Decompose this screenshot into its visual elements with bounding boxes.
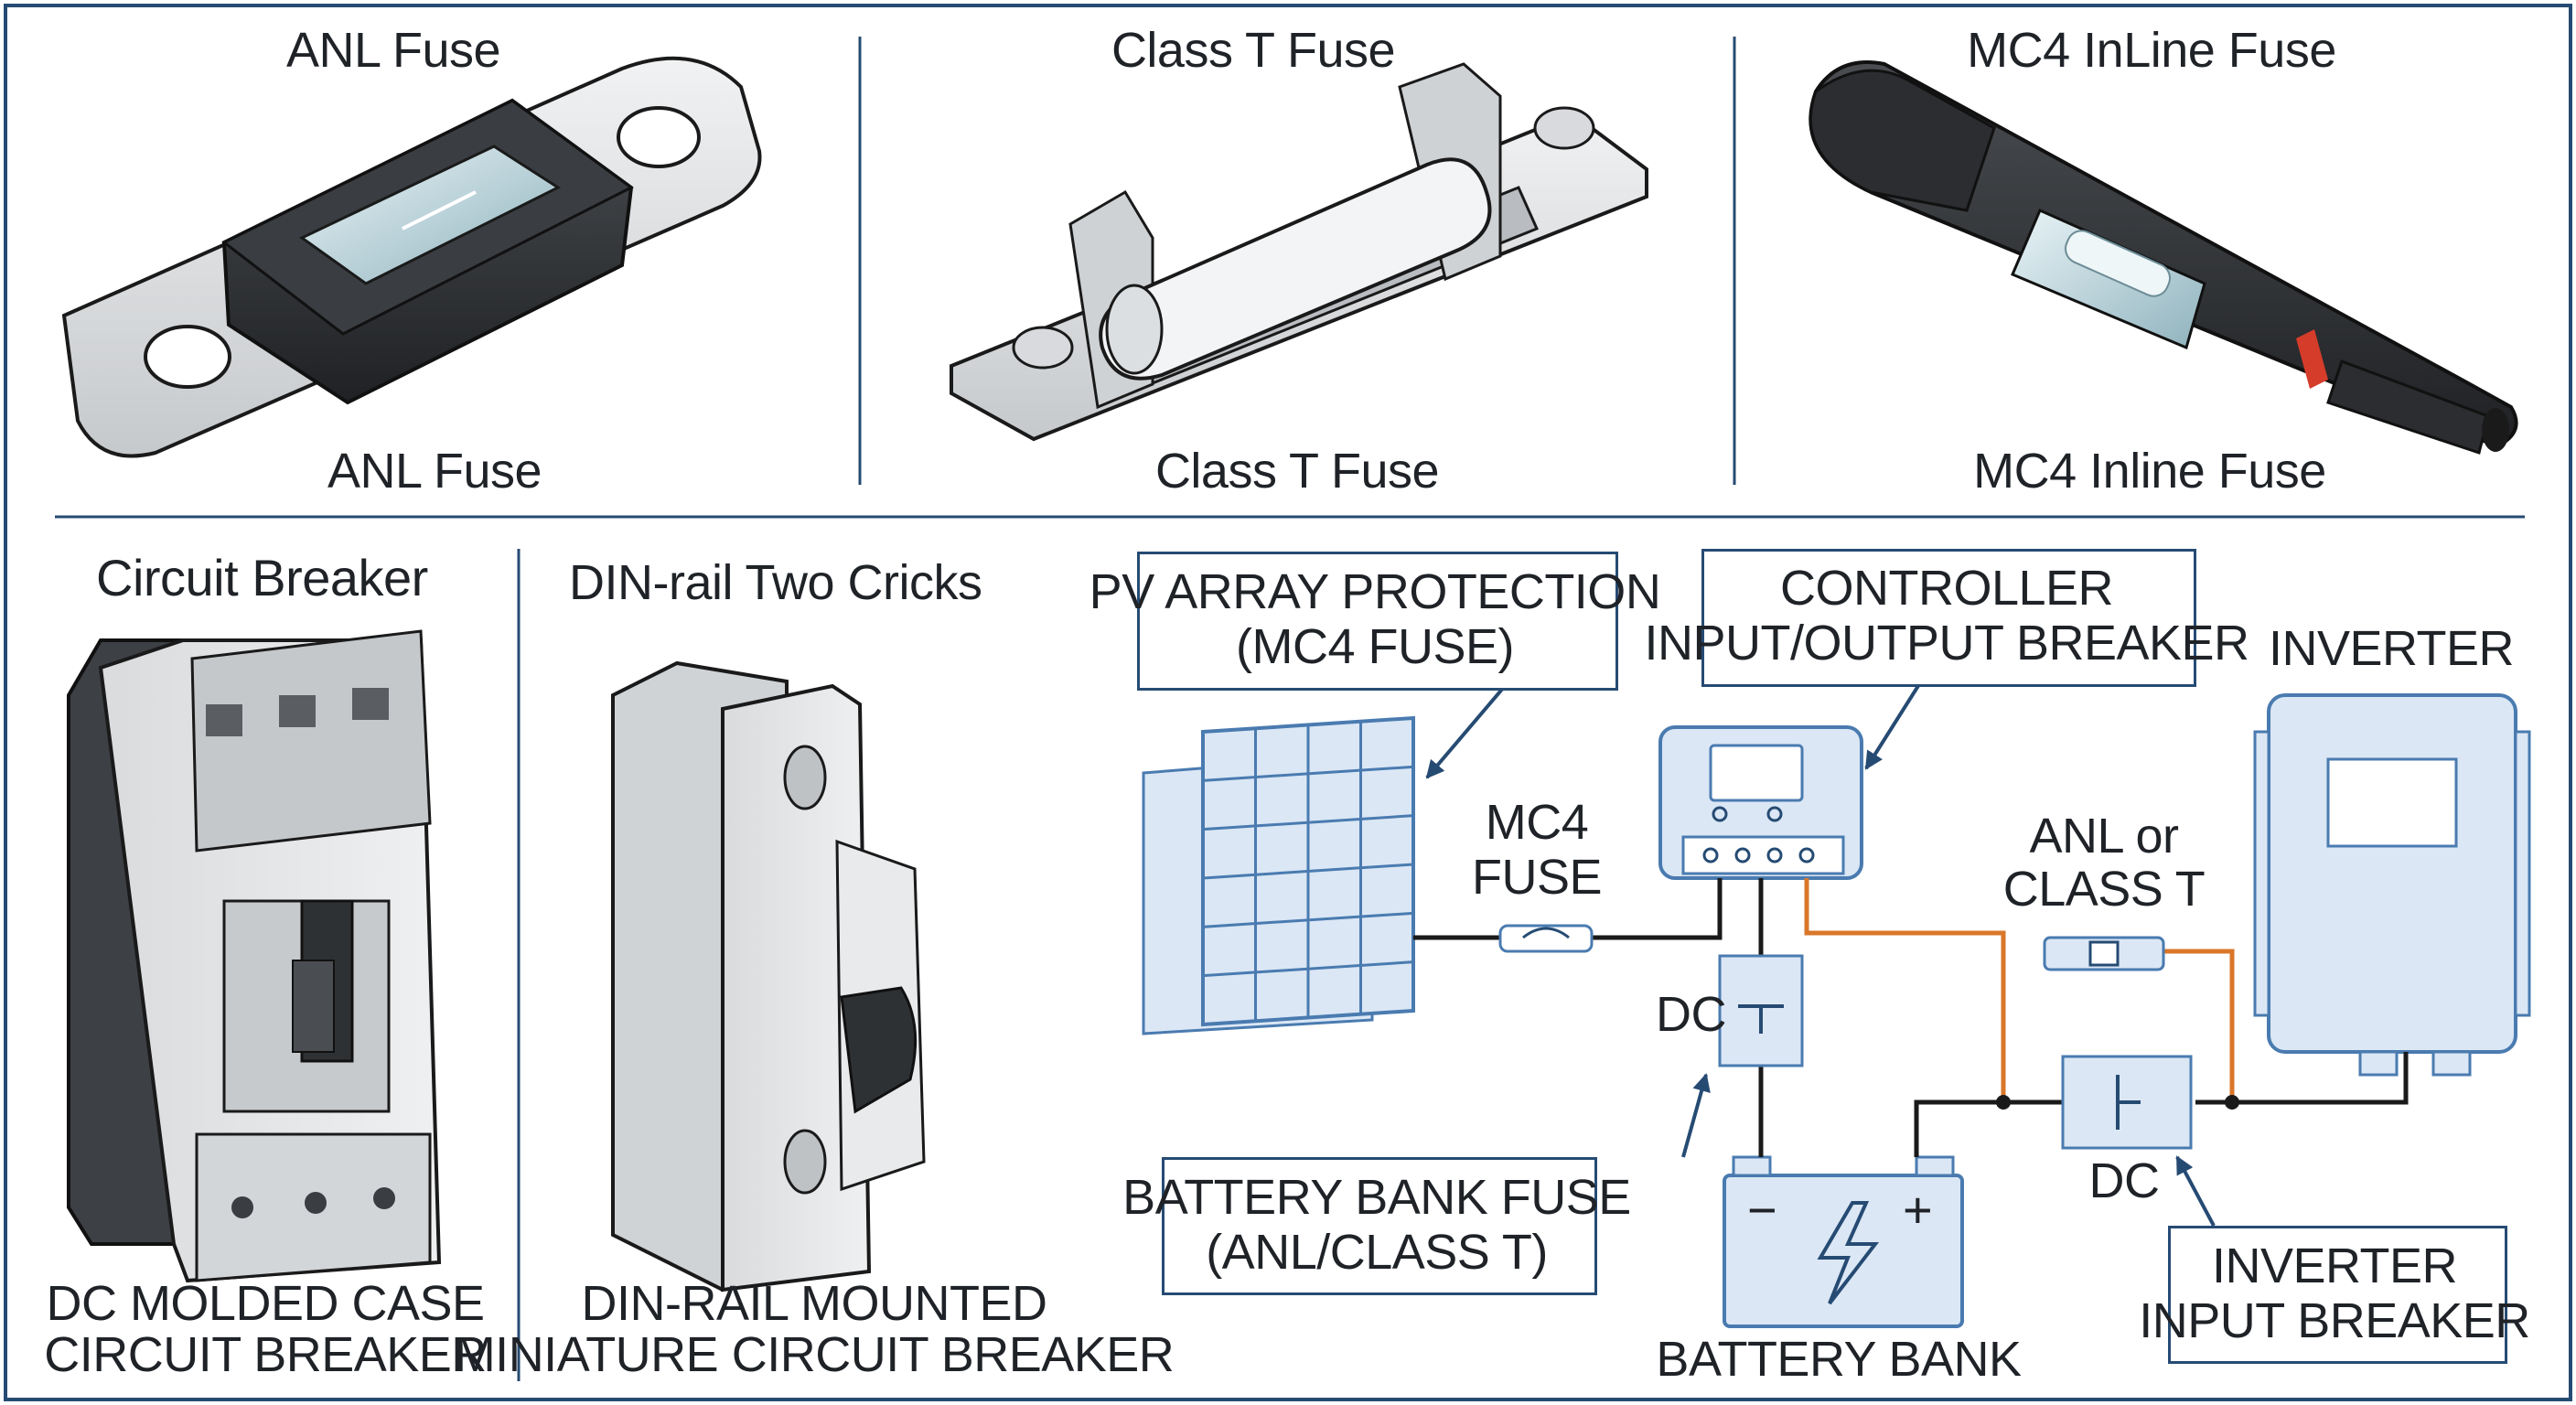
inverter-breaker-callout xyxy=(2168,1226,2507,1364)
din-rail-heading: DIN-rail Two Cricks xyxy=(569,555,982,610)
battery-plus-sign: + xyxy=(1903,1181,1933,1239)
battery-fuse-callout xyxy=(1162,1157,1597,1295)
inverter-breaker-callout-line1: INVERTER xyxy=(2211,1239,2458,1293)
mccb-caption-line1: DC MOLDED CASE xyxy=(46,1276,485,1331)
pv-callout-line2: (MC4 FUSE) xyxy=(1236,619,1515,674)
callout-arrows xyxy=(1425,680,2216,1227)
battery-icon xyxy=(1723,1155,1964,1328)
anl-fuse-illustration xyxy=(61,56,762,458)
mcb-caption-line2: MINIATURE CIRCUIT BREAKER xyxy=(454,1327,1175,1382)
solar-panel-icon xyxy=(1142,715,1415,1035)
class-t-fuse-illustration xyxy=(950,62,1648,442)
class-t-fuse-caption: Class T Fuse xyxy=(1154,444,1440,499)
dc-breaker-left-symbol xyxy=(1718,954,1804,1067)
circuit-breaker-heading: Circuit Breaker xyxy=(96,549,428,606)
dc-label-right: DC xyxy=(2088,1153,2161,1208)
battery-bank-label: BATTERY BANK xyxy=(1656,1332,2022,1387)
controller-breaker-callout xyxy=(1701,549,2196,687)
mc4-fuse-label-line2: FUSE xyxy=(1471,850,1603,905)
mc4-inline-fuse-illustration xyxy=(1809,60,2518,455)
battery-fuse-callout-line2: (ANL/CLASS T) xyxy=(1206,1225,1548,1280)
anl-fuse-heading: ANL Fuse xyxy=(285,23,501,78)
anl-fuse-caption: ANL Fuse xyxy=(327,444,542,499)
anl-fuse-symbol xyxy=(2043,936,2165,971)
din-rail-breaker-illustration xyxy=(611,660,926,1292)
lightning-bolt-icon xyxy=(1817,1201,1880,1305)
inverter-icon xyxy=(2253,693,2531,1077)
pv-protection-callout xyxy=(1137,552,1618,691)
inverter-label: INVERTER xyxy=(2268,621,2515,676)
controller-callout-line2: INPUT/OUTPUT BREAKER xyxy=(1644,616,2249,670)
mc4-fuse-symbol xyxy=(1498,924,1594,953)
pv-callout-line1: PV ARRAY PROTECTION xyxy=(1089,564,1661,619)
charge-controller-icon xyxy=(1658,725,1863,880)
mccb-caption-line2: CIRCUIT BREAKER xyxy=(44,1327,487,1382)
mc4-fuse-caption: MC4 Inline Fuse xyxy=(1973,444,2326,499)
battery-minus-sign: − xyxy=(1747,1181,1777,1239)
molded-case-breaker-illustration xyxy=(67,629,442,1283)
dc-label-left: DC xyxy=(1656,987,1727,1042)
battery-fuse-callout-line1: BATTERY BANK FUSE xyxy=(1122,1170,1631,1225)
anl-class-t-label-line1: ANL or xyxy=(2029,809,2179,863)
anl-class-t-label-line2: CLASS T xyxy=(2002,862,2206,917)
mc4-fuse-heading: MC4 InLine Fuse xyxy=(1967,23,2336,78)
inverter-breaker-callout-line2: INPUT BREAKER xyxy=(2139,1293,2530,1348)
class-t-fuse-heading: Class T Fuse xyxy=(1111,23,1396,78)
dc-breaker-right-symbol xyxy=(2061,1055,2193,1150)
wires xyxy=(1413,878,2409,1157)
outer-frame xyxy=(4,4,2572,1401)
mc4-fuse-label-line1: MC4 xyxy=(1485,795,1589,850)
mcb-caption-line1: DIN-RAIL MOUNTED xyxy=(581,1276,1047,1331)
controller-callout-line1: CONTROLLER xyxy=(1779,561,2114,616)
